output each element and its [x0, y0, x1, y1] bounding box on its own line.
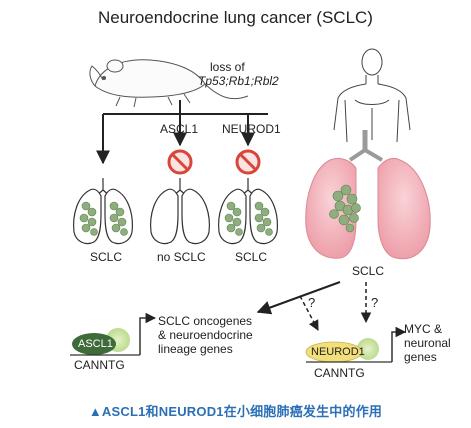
human-figure-icon — [333, 48, 411, 143]
neurod1-motif-label: CANNTG — [314, 366, 365, 380]
ascl1-label: ASCL1 — [78, 338, 113, 350]
branch-3-outcome-label: SCLC — [235, 250, 268, 264]
pathway-arrows — [256, 281, 372, 331]
mouse-condition-label: loss of — [210, 60, 245, 74]
question-mark-1: ? — [308, 295, 316, 310]
prohibition-icon — [235, 149, 261, 175]
ascl1-target-line1: SCLC oncogenes — [158, 314, 253, 328]
branch-1-outcome-label: SCLC — [90, 250, 123, 264]
ascl1-target-line2: & neuroendocrine — [158, 328, 253, 342]
question-mark-2: ? — [371, 295, 379, 310]
branch-3-top-label: NEUROD1 — [222, 122, 281, 136]
human-sclc-label: SCLC — [352, 264, 385, 278]
branch-2-outcome-label: no SCLC — [157, 250, 206, 264]
mouse-genotype-label: Tp53;Rb1;Rbl2 — [198, 74, 279, 88]
neurod1-target-line2: neuronal — [404, 336, 451, 350]
ascl1-factor — [70, 312, 157, 356]
human-lung-icon — [305, 130, 431, 260]
mouse-branch-arrows — [96, 100, 268, 165]
neurod1-target-line3: genes — [404, 350, 437, 364]
ascl1-motif-label: CANNTG — [74, 358, 125, 372]
neurod1-factor — [305, 326, 407, 363]
neurod1-label: NEUROD1 — [311, 346, 365, 358]
figure-caption: ▲ASCL1和NEUROD1在小细胞肺癌发生中的作用 — [88, 404, 383, 419]
mouse-lung-icon — [150, 178, 210, 245]
mouse-icon — [89, 59, 249, 108]
ascl1-target-line3: lineage genes — [158, 342, 233, 356]
neurod1-target-line1: MYC & — [404, 322, 443, 336]
tumor-nodules — [79, 201, 128, 236]
branch-2-top-label: ASCL1 — [160, 122, 199, 136]
tumor-nodules — [224, 201, 273, 236]
prohibition-icon — [167, 149, 193, 175]
diagram-title: Neuroendocrine lung cancer (SCLC) — [98, 8, 373, 27]
